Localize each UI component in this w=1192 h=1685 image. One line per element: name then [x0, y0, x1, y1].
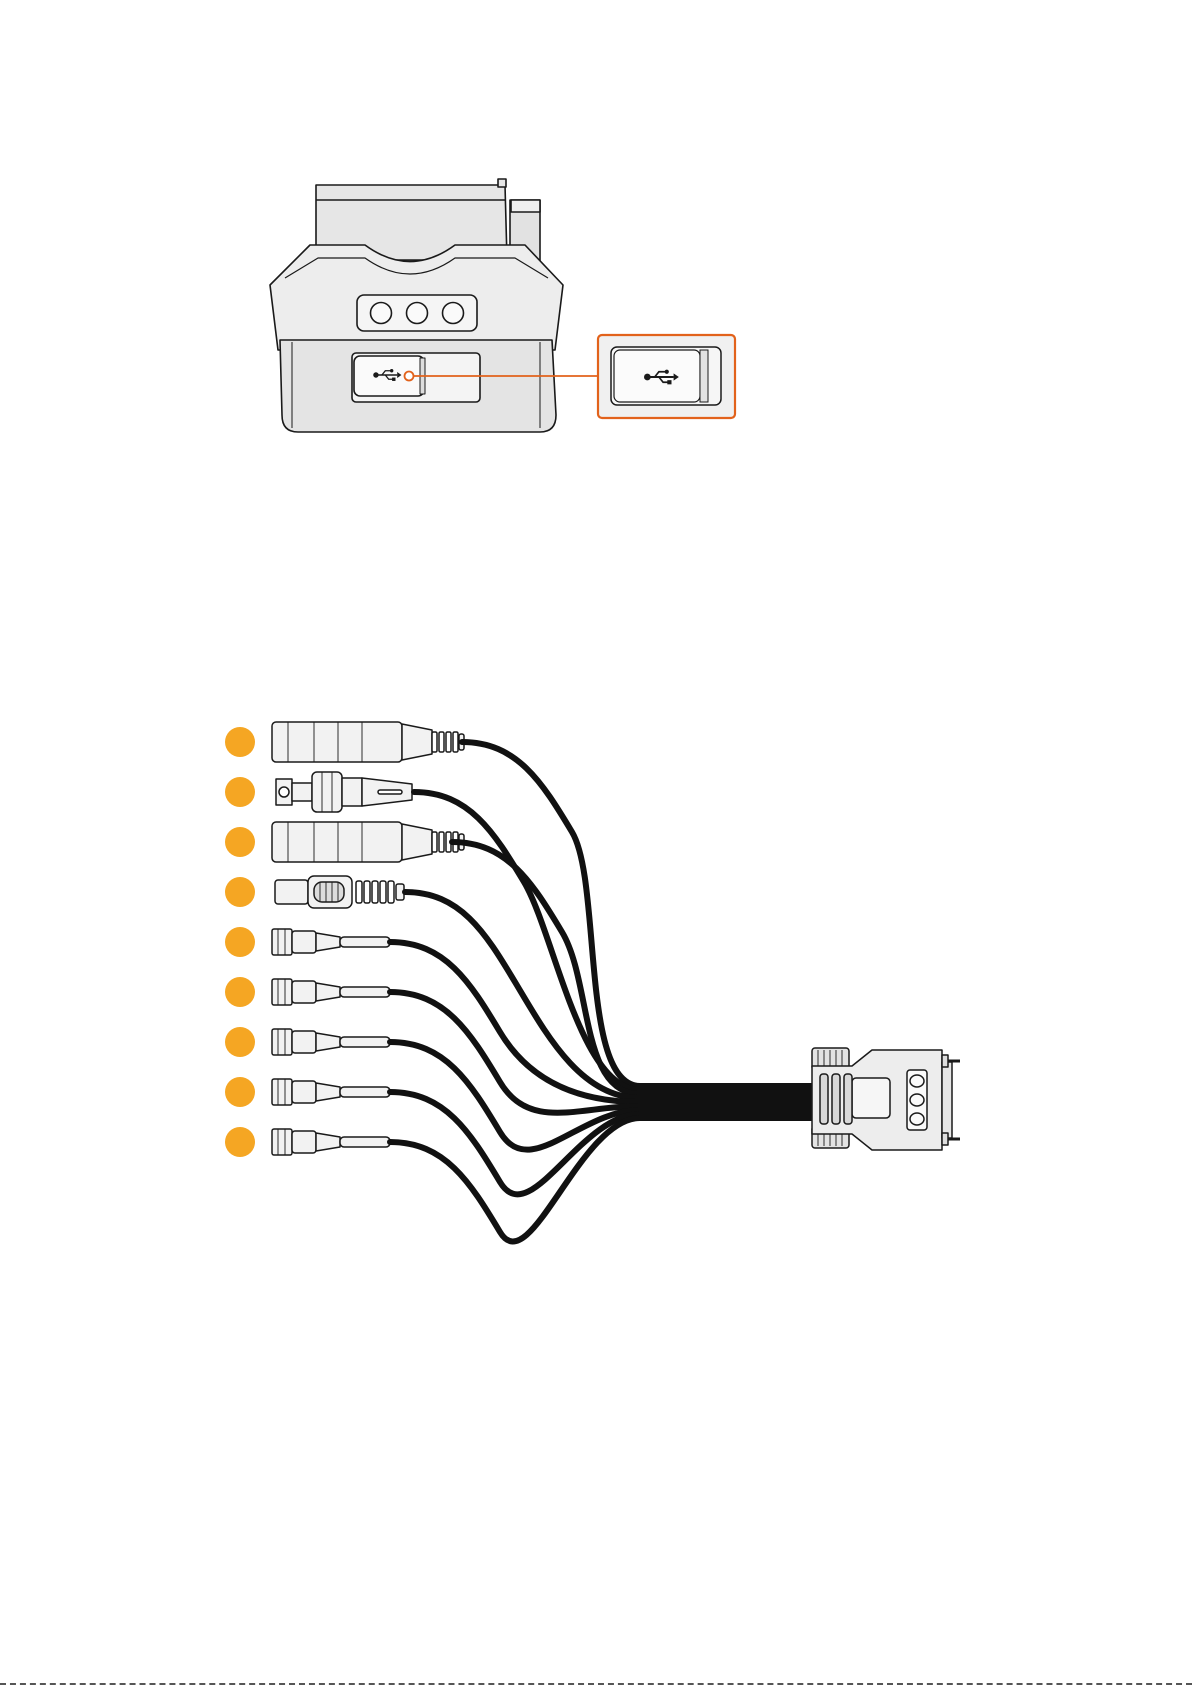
- connectors: [272, 722, 464, 1155]
- callout-marker-2: [225, 777, 255, 807]
- callout-marker-8: [225, 1077, 255, 1107]
- cable-4: [405, 892, 812, 1098]
- callout-marker-1: [225, 727, 255, 757]
- callout-markers: [225, 727, 255, 1157]
- mini-jack-connector-6: [272, 979, 390, 1005]
- cable-9: [390, 1118, 812, 1241]
- d-sub-connector: [812, 1048, 960, 1150]
- callout-marker-4: [225, 877, 255, 907]
- mini-jack-connector-7: [272, 1029, 390, 1055]
- mini-jack-connector-9: [272, 1129, 390, 1155]
- bnc-connector-2: [276, 772, 412, 812]
- cables: [390, 742, 812, 1241]
- xlr-female-connector-1: [272, 722, 464, 762]
- callout-marker-9: [225, 1127, 255, 1157]
- callout-marker-6: [225, 977, 255, 1007]
- cable-1: [462, 742, 812, 1086]
- mini-jack-connector-8: [272, 1079, 390, 1105]
- rca-connector-4: [275, 876, 404, 908]
- mini-jack-connector-5: [272, 929, 390, 955]
- xlr-female-connector-3: [272, 822, 464, 862]
- camera-module: [270, 179, 563, 432]
- callout-marker-5: [225, 927, 255, 957]
- callout-marker-7: [225, 1027, 255, 1057]
- callout-marker-3: [225, 827, 255, 857]
